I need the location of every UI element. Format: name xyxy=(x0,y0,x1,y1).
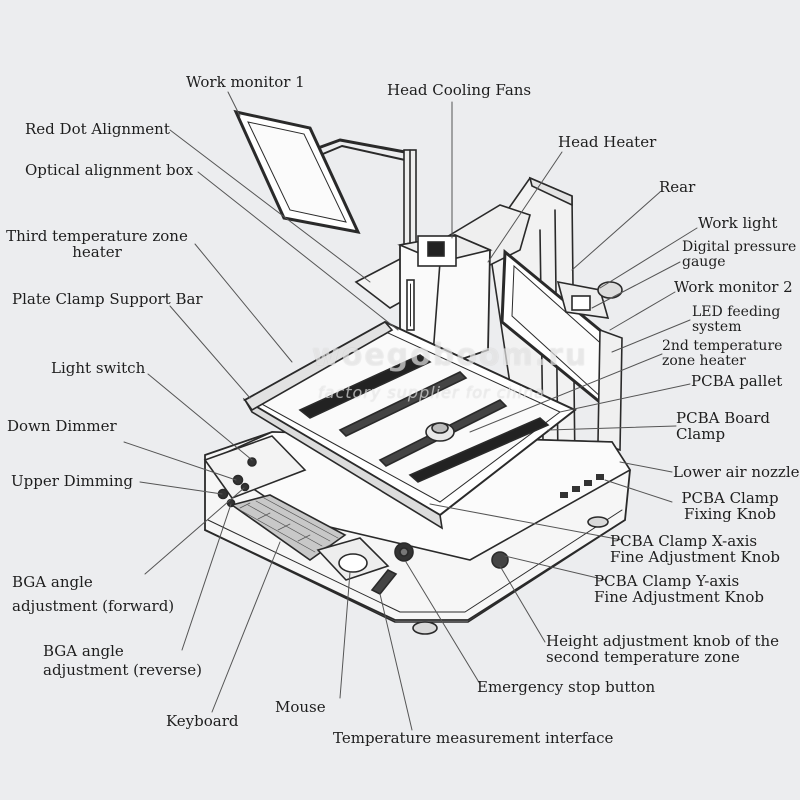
label-pcba-clamp-y-axis-knob: PCBA Clamp Y-axis Fine Adjustment Knob xyxy=(594,572,765,606)
keyboard-keys xyxy=(239,497,339,553)
label-rear: Rear xyxy=(659,178,696,196)
label-light-switch: Light switch xyxy=(51,359,146,377)
right-column xyxy=(597,328,623,452)
head-cooling-fans xyxy=(417,235,457,267)
label-plate-clamp-support-bar: Plate Clamp Support Bar xyxy=(12,290,203,308)
label-bga-angle-forward: BGA angle adjustment (forward) xyxy=(12,573,175,615)
label-keyboard: Keyboard xyxy=(166,712,239,730)
label-pcba-board-clamp: PCBA Board Clamp xyxy=(676,409,770,443)
label-optical-alignment-box: Optical alignment box xyxy=(25,161,194,179)
label-led-feeding-system: LED feeding system xyxy=(692,304,781,335)
label-emergency-stop-button: Emergency stop button xyxy=(477,678,656,696)
label-pcba-clamp-x-axis-knob: PCBA Clamp X-axis Fine Adjustment Knob xyxy=(610,532,781,566)
work-light xyxy=(597,281,623,299)
label-work-monitor-2: Work monitor 2 xyxy=(674,278,793,296)
light-switch xyxy=(247,457,257,467)
label-head-heater: Head Heater xyxy=(558,133,657,151)
upper-dimming xyxy=(217,488,229,500)
label-mouse: Mouse xyxy=(275,698,326,716)
digital-pressure-gauge xyxy=(571,295,591,311)
label-red-dot-alignment: Red Dot Alignment xyxy=(25,120,170,138)
label-down-dimmer: Down Dimmer xyxy=(7,417,117,435)
machine-outline xyxy=(203,109,632,635)
control-panel xyxy=(203,435,307,499)
label-head-cooling-fans: Head Cooling Fans xyxy=(387,81,532,99)
label-height-adjustment-knob: Height adjustment knob of the second tem… xyxy=(546,632,780,666)
foot-right xyxy=(587,516,609,528)
label-temperature-measurement-interface: Temperature measurement interface xyxy=(333,729,614,747)
foot-front xyxy=(412,621,438,635)
label-third-temperature-zone-heater: Third temperature zone heater xyxy=(6,227,188,261)
label-upper-dimming: Upper Dimming xyxy=(11,472,133,490)
temperature-measurement-interface xyxy=(370,568,398,596)
plate-clamp-rail-back xyxy=(243,320,394,412)
label-pcba-clamp-fixing-knob: PCBA Clamp Fixing Knob xyxy=(681,489,779,523)
pcba-clamp-knobs xyxy=(560,474,604,498)
pcba-board-clamp-left xyxy=(298,354,432,419)
label-work-light: Work light xyxy=(698,214,778,232)
pcba-board-cross-1 xyxy=(338,371,468,437)
label-digital-pressure-gauge: Digital pressure gauge xyxy=(682,239,797,270)
pcba-board-clamp-right xyxy=(408,417,550,483)
label-bga-angle-reverse: BGA angle adjustment (reverse) xyxy=(43,642,202,679)
mouse xyxy=(338,553,368,573)
leader-lines xyxy=(123,91,698,731)
label-second-temperature-zone-heater: 2nd temperature zone heater xyxy=(662,338,783,369)
down-dimmer xyxy=(232,474,244,486)
label-lower-air-nozzle: Lower air nozzle xyxy=(673,463,800,481)
height-adjustment-knob xyxy=(491,551,509,569)
label-work-monitor-1: Work monitor 1 xyxy=(186,73,305,91)
label-pcba-pallet: PCBA pallet xyxy=(691,372,783,390)
